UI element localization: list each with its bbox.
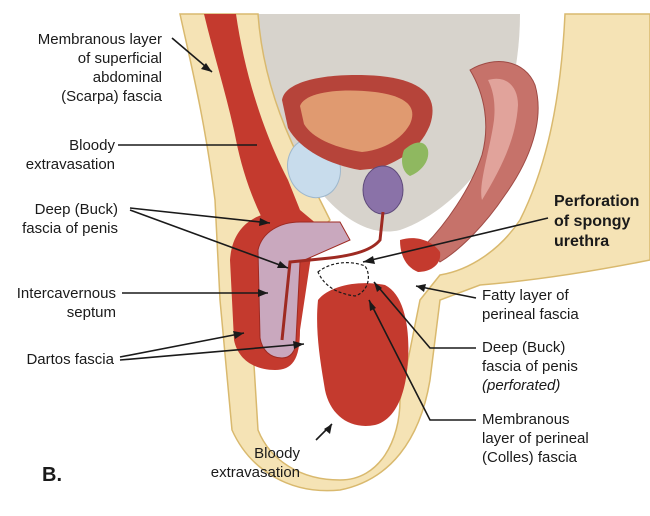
bladder-lumen [300,90,413,152]
label-line: Membranous [482,411,570,428]
spongy-urethra [280,211,385,341]
panel-label: B. [42,464,62,486]
label-line: Intercavernous [16,285,116,302]
label-line: Membranous layer [37,31,162,48]
leader-dartos-2 [119,343,305,361]
rectum-lumen [481,78,518,200]
label-line: of superficial [77,50,162,67]
label-bloody-extravasation-bottom: Bloody extravasation [211,444,300,482]
corpus-cavernosum [257,221,351,359]
label-line: Bloody [254,445,300,462]
label-line: of spongy [554,213,631,230]
leader-buck-2 [129,209,289,269]
label-line: Bloody [69,137,115,154]
label-line: fascia of penis [22,220,118,237]
label-line: Fatty layer of [482,287,569,304]
scrotal-extravasation [317,283,409,426]
leader-buck-1 [129,207,271,224]
label-deep-buck-perforated: Deep (Buck) fascia of penis (perforated) [482,338,578,395]
label-line: (Colles) fascia [482,449,578,466]
label-line: Deep (Buck) [34,201,118,218]
leader-colles [368,299,476,421]
label-line: (perforated) [482,377,561,394]
label-line: layer of perineal [482,430,589,447]
label-line: abdominal [92,69,162,86]
label-perforation-spongy-urethra: Perforation of spongy urethra [554,192,639,252]
abdominal-extravasation [204,14,300,230]
seminal-vesicle [402,142,429,176]
label-dartos-fascia: Dartos fascia [26,350,114,369]
label-line: perineal fascia [482,306,579,323]
label-line: (Scarpa) fascia [61,88,162,105]
label-line: septum [66,304,116,321]
label-line: extravasation [210,464,300,481]
label-bloody-extravasation-top: Bloody extravasation [26,136,115,174]
label-scarpa-fascia: Membranous layer of superficial abdomina… [38,30,162,106]
perforation-outline [317,262,369,297]
label-fatty-layer-perineal-fascia: Fatty layer of perineal fascia [482,286,579,324]
leader-arrowheads [201,63,426,434]
prostate [362,165,404,215]
label-line: extravasation [25,156,115,173]
label-line: Deep (Buck) [482,339,566,356]
leader-perforation [362,217,549,263]
label-line: Dartos fascia [26,351,114,368]
label-deep-buck-fascia: Deep (Buck) fascia of penis [22,200,118,238]
leader-buck-perf [373,281,476,349]
label-colles-fascia: Membranous layer of perineal (Colles) fa… [482,410,589,467]
leader-fatty [415,285,477,299]
label-line: urethra [554,233,610,250]
label-line: Perforation [554,193,640,210]
label-line: fascia of penis [482,358,578,375]
leader-dartos-1 [119,332,245,358]
label-intercavernous-septum: Intercavernous septum [17,284,116,322]
